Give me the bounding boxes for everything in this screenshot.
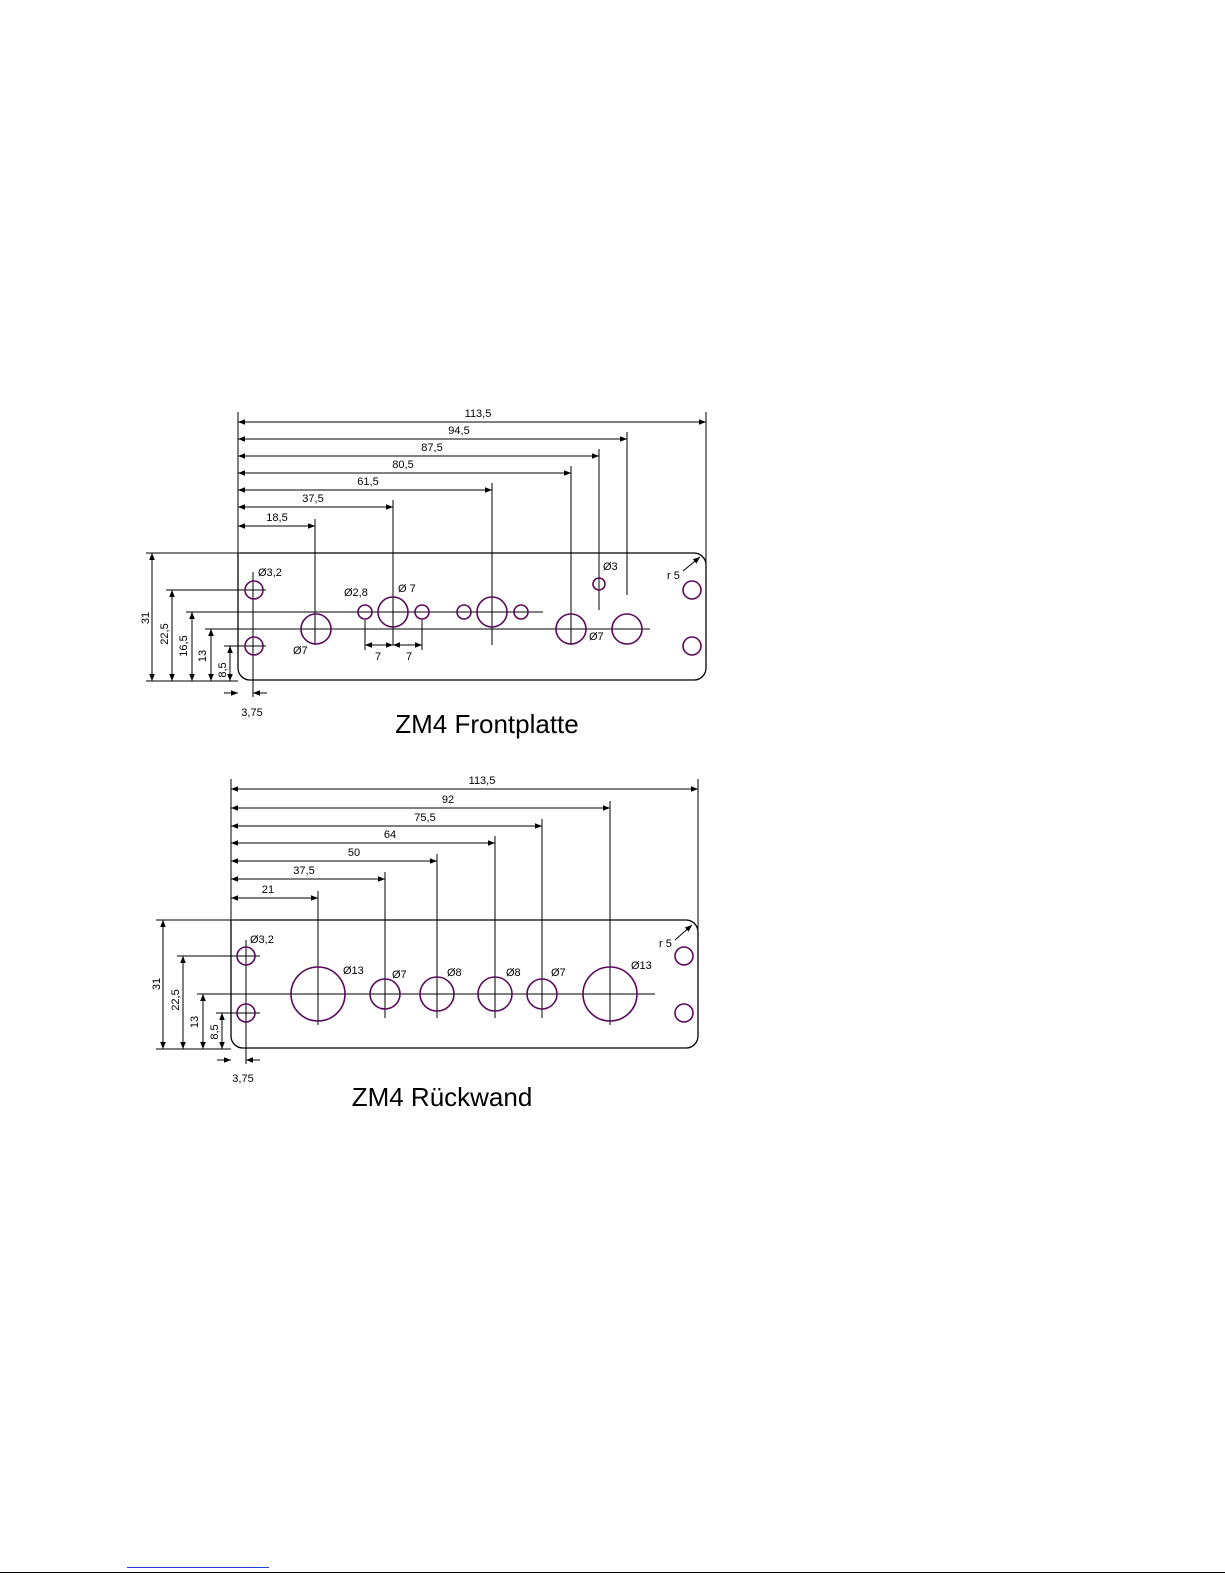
front-label-d7-top: Ø 7 [398, 583, 416, 595]
back-dim-3-75: 3,75 [232, 1073, 253, 1085]
back-label-d7-a: Ø7 [392, 969, 407, 981]
front-label-d2-8: Ø2,8 [344, 587, 368, 599]
front-dim-80-5: 80,5 [392, 459, 413, 471]
front-label-d3: Ø3 [603, 561, 618, 573]
back-label-d8-a: Ø8 [447, 967, 462, 979]
back-dim-21: 21 [262, 884, 274, 896]
back-label-d7-b: Ø7 [551, 967, 566, 979]
front-vdim-13: 13 [197, 650, 209, 662]
back-radius-leader [675, 925, 692, 940]
back-vdim-31: 31 [151, 978, 163, 990]
front-title: ZM4 Frontplatte [395, 709, 579, 739]
back-label-d8-b: Ø8 [506, 967, 521, 979]
back-vdim-8-5: 8,5 [209, 1024, 221, 1039]
front-radius-leader [683, 557, 700, 571]
back-title: ZM4 Rückwand [352, 1082, 533, 1112]
back-hole-right-top [675, 947, 693, 965]
front-label-d7-right: Ø7 [589, 631, 604, 643]
front-radius-label: r 5 [667, 570, 680, 582]
front-dim-113-5: 113,5 [465, 408, 492, 420]
back-dim-75-5: 75,5 [414, 812, 435, 824]
front-dim-3-75: 3,75 [241, 707, 262, 719]
front-dim-94-5: 94,5 [448, 425, 469, 437]
back-plate-outline [231, 920, 698, 1048]
back-label-d13-left: Ø13 [343, 965, 364, 977]
footnote-separator [127, 1567, 269, 1568]
back-hole-right-bottom [675, 1004, 693, 1022]
front-vdim-16-5: 16,5 [178, 635, 190, 656]
front-label-d7-left: Ø7 [293, 645, 308, 657]
front-hole-right-top [683, 581, 701, 599]
back-label-d13-right: Ø13 [631, 960, 652, 972]
back-radius-label: r 5 [659, 938, 672, 950]
back-dim-92: 92 [442, 794, 454, 806]
back-vdim-13: 13 [189, 1016, 201, 1028]
back-dim-37-5: 37,5 [293, 865, 314, 877]
front-vdim-8-5: 8,5 [217, 662, 229, 677]
front-dim-18-5: 18,5 [266, 512, 287, 524]
page-footer-rule [0, 1572, 1225, 1573]
front-panel-drawing: 113,5 94,5 87,5 80,5 61,5 37,5 18,5 31 [140, 408, 706, 739]
back-panel-drawing: 113,5 92 75,5 64 50 37,5 21 31 22,5 13 [151, 775, 698, 1112]
front-hole-right-bottom [683, 637, 701, 655]
back-label-d3-2: Ø3,2 [250, 934, 274, 946]
front-dim-87-5: 87,5 [421, 442, 442, 454]
front-label-d3-2: Ø3,2 [258, 567, 282, 579]
back-vdim-22-5: 22,5 [170, 989, 182, 1010]
front-spacing-dim-a: 7 [375, 651, 381, 663]
back-dim-64: 64 [384, 829, 396, 841]
front-spacing-dim-b: 7 [406, 651, 412, 663]
back-dim-50: 50 [348, 847, 360, 859]
front-vdim-31: 31 [140, 612, 152, 624]
back-dim-113-5: 113,5 [469, 775, 496, 787]
front-dim-61-5: 61,5 [357, 476, 378, 488]
front-vdim-22-5: 22,5 [159, 623, 171, 644]
front-dim-37-5: 37,5 [302, 493, 323, 505]
